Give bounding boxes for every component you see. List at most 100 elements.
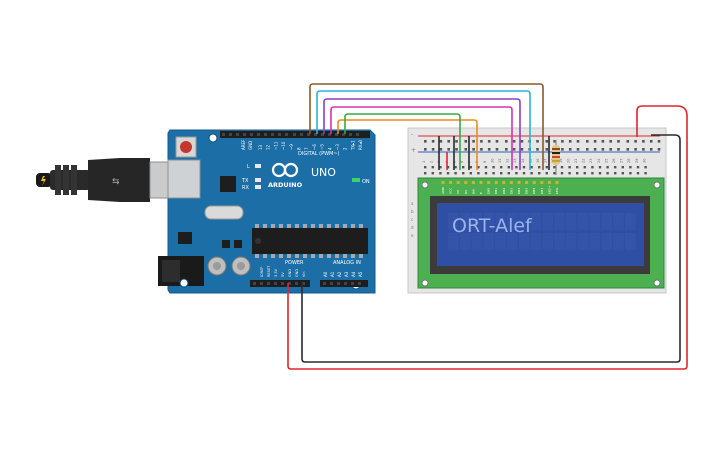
terminal-hole[interactable] bbox=[636, 166, 640, 169]
terminal-hole[interactable] bbox=[545, 166, 548, 169]
lcd-pin[interactable] bbox=[464, 181, 468, 184]
rail-hole[interactable] bbox=[649, 140, 653, 143]
rail-hole[interactable] bbox=[617, 148, 620, 151]
terminal-hole[interactable] bbox=[606, 172, 609, 175]
terminal-hole[interactable] bbox=[446, 172, 450, 175]
rail-hole[interactable] bbox=[593, 140, 597, 143]
rail-hole[interactable] bbox=[447, 140, 450, 143]
rail-hole[interactable] bbox=[480, 140, 483, 143]
rail-hole[interactable] bbox=[505, 140, 508, 143]
terminal-hole[interactable] bbox=[644, 172, 647, 175]
terminal-hole[interactable] bbox=[560, 172, 564, 175]
rail-hole[interactable] bbox=[495, 148, 499, 151]
rail-hole[interactable] bbox=[586, 148, 589, 151]
terminal-hole[interactable] bbox=[439, 166, 442, 169]
rail-hole[interactable] bbox=[561, 140, 564, 143]
terminal-hole[interactable] bbox=[484, 166, 488, 169]
terminal-hole[interactable] bbox=[576, 172, 579, 175]
lcd-pin[interactable] bbox=[502, 181, 506, 184]
terminal-hole[interactable] bbox=[424, 172, 427, 175]
rail-hole[interactable] bbox=[512, 140, 516, 143]
terminal-hole[interactable] bbox=[500, 172, 503, 175]
terminal-hole[interactable] bbox=[553, 166, 556, 169]
rail-hole[interactable] bbox=[520, 148, 524, 151]
lcd-pin[interactable] bbox=[532, 181, 536, 184]
terminal-hole[interactable] bbox=[431, 166, 434, 169]
terminal-hole[interactable] bbox=[644, 166, 647, 169]
rail-hole[interactable] bbox=[487, 148, 491, 151]
terminal-hole[interactable] bbox=[424, 166, 427, 169]
terminal-hole[interactable] bbox=[469, 172, 472, 175]
terminal-hole[interactable] bbox=[583, 172, 586, 175]
terminal-hole[interactable] bbox=[469, 166, 472, 169]
rail-hole[interactable] bbox=[487, 140, 491, 143]
terminal-hole[interactable] bbox=[629, 172, 632, 175]
terminal-hole[interactable] bbox=[454, 172, 457, 175]
terminal-hole[interactable] bbox=[507, 172, 510, 175]
rail-hole[interactable] bbox=[642, 140, 645, 143]
terminal-hole[interactable] bbox=[553, 172, 556, 175]
terminal-hole[interactable] bbox=[545, 172, 548, 175]
lcd-pin[interactable] bbox=[540, 181, 544, 184]
lcd-pin[interactable] bbox=[509, 181, 513, 184]
lcd-pin[interactable] bbox=[471, 181, 475, 184]
lcd-pin[interactable] bbox=[494, 181, 498, 184]
breadboard-terminal-holes[interactable] bbox=[424, 166, 647, 175]
terminal-hole[interactable] bbox=[522, 166, 526, 169]
analog-header[interactable] bbox=[320, 280, 368, 287]
lcd-pin[interactable] bbox=[555, 181, 559, 184]
lcd-pin[interactable] bbox=[547, 181, 551, 184]
rail-hole[interactable] bbox=[472, 148, 475, 151]
lcd-pin[interactable] bbox=[525, 181, 529, 184]
rail-hole[interactable] bbox=[520, 140, 524, 143]
terminal-hole[interactable] bbox=[598, 172, 602, 175]
resistor[interactable] bbox=[552, 140, 560, 175]
terminal-hole[interactable] bbox=[492, 172, 495, 175]
rail-hole[interactable] bbox=[545, 140, 549, 143]
terminal-hole[interactable] bbox=[636, 172, 640, 175]
terminal-hole[interactable] bbox=[439, 172, 442, 175]
rail-hole[interactable] bbox=[617, 140, 620, 143]
terminal-hole[interactable] bbox=[538, 172, 541, 175]
rail-hole[interactable] bbox=[593, 148, 597, 151]
rail-hole[interactable] bbox=[455, 140, 458, 143]
rail-hole[interactable] bbox=[472, 140, 475, 143]
lcd-pin[interactable] bbox=[441, 181, 445, 184]
rail-hole[interactable] bbox=[601, 148, 605, 151]
rail-hole[interactable] bbox=[495, 140, 499, 143]
rail-hole[interactable] bbox=[536, 148, 539, 151]
terminal-hole[interactable] bbox=[568, 172, 571, 175]
terminal-hole[interactable] bbox=[462, 166, 465, 169]
rail-hole[interactable] bbox=[649, 148, 653, 151]
terminal-hole[interactable] bbox=[500, 166, 503, 169]
rail-hole[interactable] bbox=[561, 148, 564, 151]
rail-hole[interactable] bbox=[455, 148, 458, 151]
terminal-hole[interactable] bbox=[446, 166, 450, 169]
terminal-hole[interactable] bbox=[462, 172, 465, 175]
rail-hole[interactable] bbox=[536, 140, 539, 143]
rail-hole[interactable] bbox=[545, 148, 549, 151]
rail-hole[interactable] bbox=[586, 140, 589, 143]
terminal-hole[interactable] bbox=[507, 166, 510, 169]
terminal-hole[interactable] bbox=[591, 166, 594, 169]
terminal-hole[interactable] bbox=[515, 172, 518, 175]
terminal-hole[interactable] bbox=[530, 172, 533, 175]
terminal-hole[interactable] bbox=[614, 172, 617, 175]
rail-hole[interactable] bbox=[626, 148, 630, 151]
lcd-pin[interactable] bbox=[449, 181, 453, 184]
terminal-hole[interactable] bbox=[431, 172, 434, 175]
rail-hole[interactable] bbox=[568, 140, 572, 143]
rail-hole[interactable] bbox=[424, 140, 427, 143]
terminal-hole[interactable] bbox=[629, 166, 632, 169]
lcd-pin[interactable] bbox=[517, 181, 521, 184]
terminal-hole[interactable] bbox=[614, 166, 617, 169]
terminal-hole[interactable] bbox=[598, 166, 602, 169]
rail-hole[interactable] bbox=[464, 148, 468, 151]
lcd-pin[interactable] bbox=[487, 181, 491, 184]
rail-hole[interactable] bbox=[431, 140, 435, 143]
rail-hole[interactable] bbox=[424, 148, 427, 151]
rail-hole[interactable] bbox=[431, 148, 435, 151]
